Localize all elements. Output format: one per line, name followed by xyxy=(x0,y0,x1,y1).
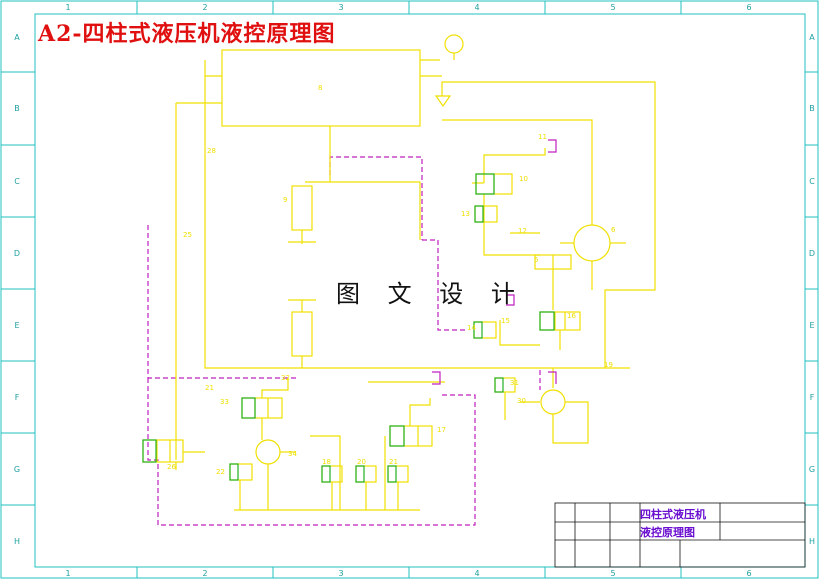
component-number: 22 xyxy=(216,468,225,476)
component-number: 18 xyxy=(322,458,331,466)
main-circuit xyxy=(142,49,656,511)
component-number: 13 xyxy=(461,210,470,218)
ejector-cylinder xyxy=(291,311,313,357)
grid-row-label: B xyxy=(14,104,20,113)
component-number: 21 xyxy=(205,384,214,392)
component-labels: 28 25 6 11 10 13 12 5 9 15 14 16 19 31 30 33 34 26 17 18 20 2… xyxy=(167,84,616,476)
component-number: 33 xyxy=(220,398,229,406)
drawing-title: A2-四柱式液压机液控原理图 xyxy=(38,21,336,47)
oil-tank xyxy=(221,49,421,127)
pressure-gauge xyxy=(444,34,464,54)
valve-17 xyxy=(389,425,433,447)
pump-22 xyxy=(255,439,281,465)
component-number: 16 xyxy=(567,312,576,320)
title-block-line1: 四柱式液压机 xyxy=(640,508,706,521)
title-block xyxy=(554,502,806,568)
pilot-lines xyxy=(147,156,541,526)
filter-symbol xyxy=(434,95,452,108)
component-number: 21 xyxy=(389,458,398,466)
grid-row-label: C xyxy=(809,177,815,186)
grid-row-label: E xyxy=(809,321,814,330)
grid-col-label: 3 xyxy=(338,569,343,578)
component-number: 26 xyxy=(167,463,176,471)
grid-row-label: G xyxy=(14,465,20,474)
grid-col-label: 5 xyxy=(610,569,615,578)
main-cylinder xyxy=(291,185,313,231)
grid-col-label: 5 xyxy=(610,3,615,12)
grid-row-label: F xyxy=(810,393,815,402)
grid-row-label: F xyxy=(15,393,20,402)
title-block-line2: 液控原理图 xyxy=(640,526,695,539)
grid-row-label: B xyxy=(809,104,815,113)
pilot-valve-15 xyxy=(474,205,498,223)
grid-row-label: D xyxy=(14,249,20,258)
component-number: 10 xyxy=(519,175,528,183)
grid-col-label: 4 xyxy=(474,569,479,578)
grid-col-label: 3 xyxy=(338,3,343,12)
grid-col-label: 6 xyxy=(746,569,751,578)
grid-col-label: 1 xyxy=(65,3,70,12)
component-number: 5 xyxy=(534,256,538,264)
grid-col-label: 6 xyxy=(746,3,751,12)
grid-row-label: H xyxy=(14,537,20,546)
grid-row-label: A xyxy=(14,33,20,42)
component-number: 9 xyxy=(283,196,287,204)
grid-row-label: E xyxy=(14,321,19,330)
valve-26 xyxy=(142,439,184,463)
relief-marks xyxy=(432,139,557,385)
component-number: 20 xyxy=(357,458,366,466)
component-number: 14 xyxy=(467,324,476,332)
component-number: 31 xyxy=(510,379,519,387)
component-number: 32 xyxy=(281,374,290,382)
component-number: 19 xyxy=(604,361,613,369)
component-number: 12 xyxy=(518,227,527,235)
grid-row-label: H xyxy=(809,537,815,546)
grid-row-label: A xyxy=(809,33,815,42)
valve-accents xyxy=(142,173,555,483)
main-pump xyxy=(573,224,611,262)
grid-col-label: 2 xyxy=(202,569,207,578)
component-number: 34 xyxy=(288,450,297,458)
component-number: 25 xyxy=(183,231,192,239)
component-number: 30 xyxy=(517,397,526,405)
watermark: 图 文 设 计 xyxy=(336,280,525,308)
component-number: 6 xyxy=(611,226,616,234)
component-number: 28 xyxy=(207,147,216,155)
valve-32 xyxy=(241,397,283,419)
grid-col-label: 1 xyxy=(65,569,70,578)
grid-row-label: D xyxy=(809,249,815,258)
component-number: 11 xyxy=(538,133,547,141)
component-number: 15 xyxy=(501,317,510,325)
grid-col-label: 2 xyxy=(202,3,207,12)
grid-col-label: 4 xyxy=(474,3,479,12)
component-number: 17 xyxy=(437,426,446,434)
aux-pump xyxy=(540,389,566,415)
grid-row-label: C xyxy=(14,177,20,186)
tank-number: 8 xyxy=(318,84,322,92)
grid-row-label: G xyxy=(809,465,815,474)
